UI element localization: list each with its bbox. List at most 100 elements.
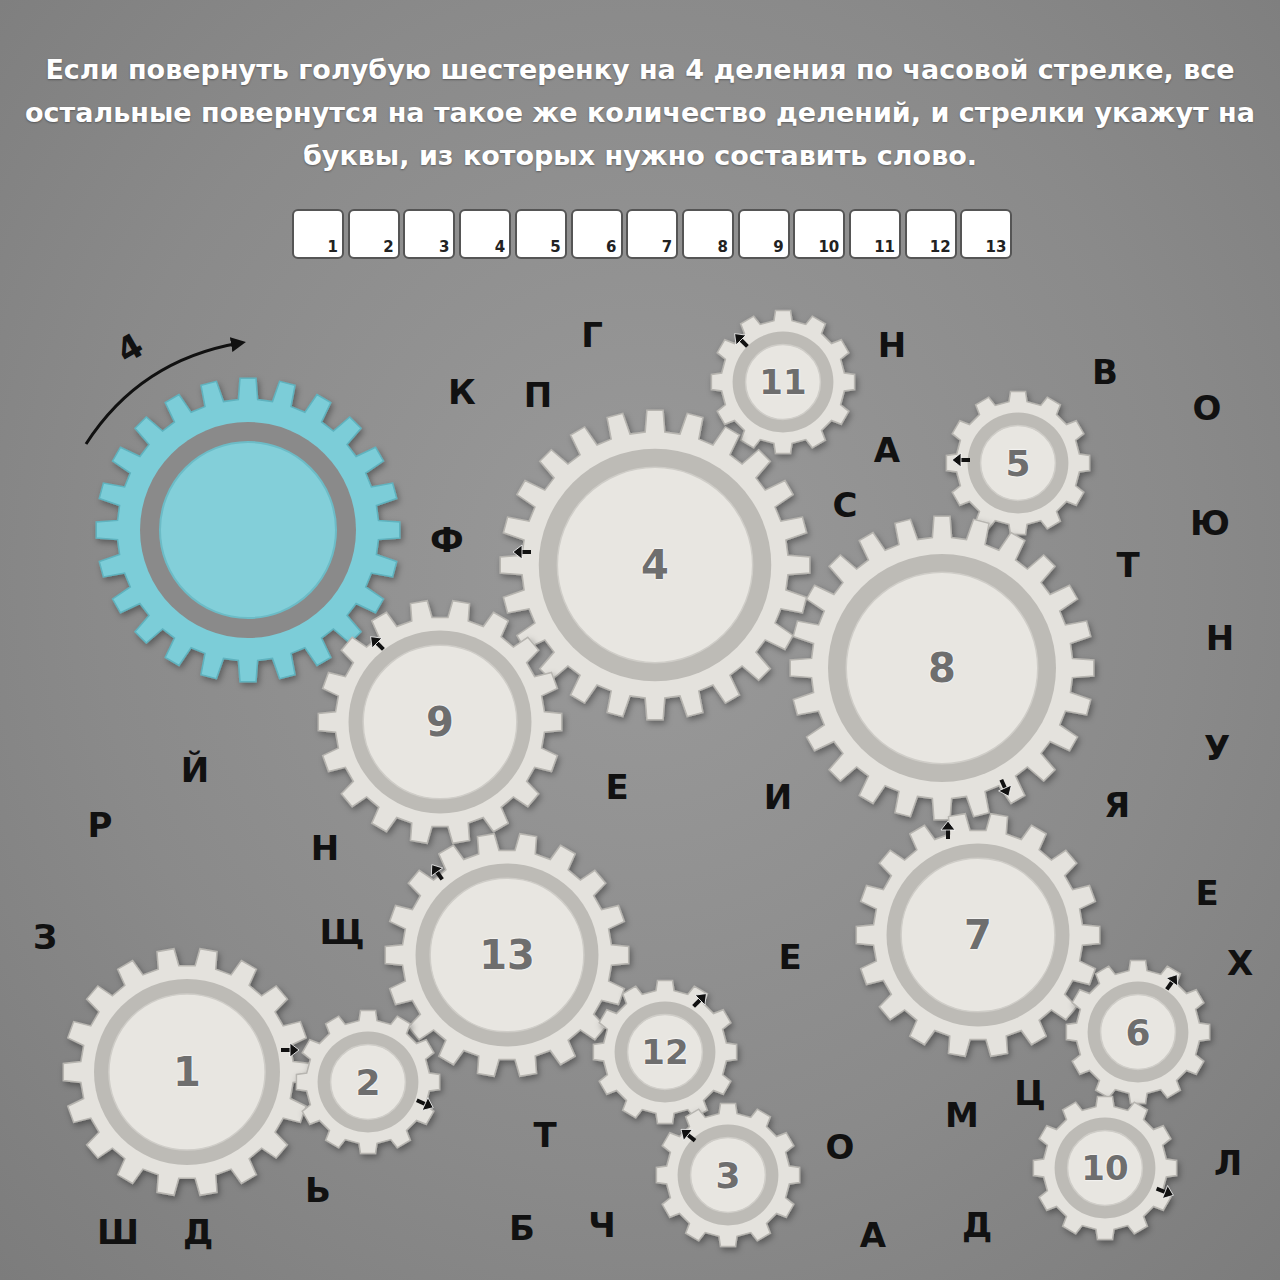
gear-number: 3 bbox=[716, 1155, 741, 1196]
gear-rim bbox=[790, 516, 1094, 820]
gear-rim bbox=[318, 601, 561, 844]
puzzle-letter: Ь bbox=[305, 1173, 331, 1207]
gear-ring bbox=[416, 864, 599, 1047]
gear: 8 bbox=[784, 510, 1100, 826]
gear: 9 bbox=[312, 594, 568, 850]
gear: 3 bbox=[650, 1097, 806, 1253]
puzzle-letter: Р bbox=[88, 808, 113, 842]
box-number: 12 bbox=[930, 238, 951, 256]
gear-hub bbox=[557, 467, 752, 662]
puzzle-letter: К bbox=[448, 375, 476, 409]
answer-box: 7 bbox=[626, 209, 678, 259]
puzzle-letter: В bbox=[1092, 355, 1118, 389]
puzzle-letter: Т bbox=[533, 1118, 556, 1152]
gear-number: 5 bbox=[1006, 443, 1031, 484]
gear-rim bbox=[296, 1010, 439, 1153]
puzzle-letter: Д bbox=[962, 1208, 992, 1242]
box-number: 10 bbox=[818, 238, 839, 256]
gear-ring bbox=[733, 332, 834, 433]
box-number: 9 bbox=[773, 238, 783, 256]
gear-rim bbox=[856, 814, 1099, 1057]
gear-ring bbox=[615, 1002, 716, 1103]
answer-box: 9 bbox=[738, 209, 790, 259]
gear-ring bbox=[1088, 982, 1189, 1083]
puzzle-title: Если повернуть голубую шестеренку на 4 д… bbox=[10, 48, 1270, 177]
gear-hub bbox=[109, 994, 265, 1150]
answer-box: 4 bbox=[459, 209, 511, 259]
gear-ring bbox=[94, 979, 280, 1165]
answer-box: 11 bbox=[849, 209, 901, 259]
puzzle-letter: П bbox=[524, 378, 552, 412]
puzzle-letter: Б bbox=[509, 1211, 535, 1245]
gear-number: 12 bbox=[641, 1032, 688, 1072]
puzzle-letter: М bbox=[945, 1098, 979, 1132]
puzzle-letter: Щ bbox=[320, 915, 365, 949]
gear: 5 bbox=[940, 385, 1096, 541]
gear-rim bbox=[1033, 1096, 1176, 1239]
gear-hub bbox=[1068, 1131, 1143, 1206]
box-number: 3 bbox=[439, 238, 449, 256]
puzzle-letter: Г bbox=[581, 318, 603, 352]
answer-box: 10 bbox=[793, 209, 845, 259]
puzzle-letter: Т bbox=[1116, 548, 1139, 582]
gear-rim bbox=[63, 949, 310, 1196]
puzzle-letter: А bbox=[860, 1218, 886, 1252]
box-number: 5 bbox=[550, 238, 560, 256]
answer-box: 12 bbox=[905, 209, 957, 259]
gear-ring bbox=[968, 413, 1069, 514]
gear-hub bbox=[331, 1045, 406, 1120]
puzzle-letter: О bbox=[1193, 391, 1222, 425]
puzzle-letter: Ю bbox=[1190, 506, 1230, 540]
gear-number: 7 bbox=[964, 912, 992, 958]
gear-number: 6 bbox=[1126, 1012, 1151, 1053]
puzzle-letter: Е bbox=[778, 940, 801, 974]
box-number: 2 bbox=[383, 238, 393, 256]
answer-box: 5 bbox=[515, 209, 567, 259]
gear-ring bbox=[1055, 1118, 1156, 1219]
gear-hub bbox=[363, 645, 517, 799]
puzzle-letter: Д bbox=[183, 1215, 213, 1249]
puzzle-letter: Ц bbox=[1014, 1076, 1046, 1110]
gear-rim bbox=[593, 980, 736, 1123]
puzzle-letter: И bbox=[764, 780, 792, 814]
gear-hub bbox=[1101, 995, 1176, 1070]
puzzle-letter: З bbox=[33, 920, 57, 954]
gear-hub bbox=[160, 442, 336, 618]
gear-rim bbox=[96, 378, 400, 682]
puzzle-letter: Х bbox=[1227, 946, 1253, 980]
gear-hub bbox=[430, 878, 584, 1032]
gear-hub bbox=[901, 858, 1055, 1012]
rotation-arrow bbox=[86, 343, 240, 444]
gear-ring bbox=[539, 449, 772, 682]
puzzle-letter: Л bbox=[1214, 1146, 1242, 1180]
puzzle-letter: Й bbox=[181, 753, 209, 787]
gear-number: 13 bbox=[479, 932, 535, 978]
puzzle-letter: Ш bbox=[97, 1215, 139, 1249]
gear-hub bbox=[628, 1015, 703, 1090]
box-number: 11 bbox=[874, 238, 895, 256]
answer-box: 8 bbox=[682, 209, 734, 259]
gear-number: 9 bbox=[426, 699, 454, 745]
puzzle-letter: А bbox=[874, 433, 900, 467]
gear-ring bbox=[828, 554, 1056, 782]
gear-hub bbox=[846, 572, 1038, 764]
gear-number: 10 bbox=[1081, 1148, 1128, 1188]
rotation-count: 4 bbox=[111, 328, 149, 369]
puzzle-letter: Я bbox=[1104, 788, 1130, 822]
answer-box: 2 bbox=[348, 209, 400, 259]
gear-number: 4 bbox=[641, 542, 669, 588]
gear-hub bbox=[691, 1138, 766, 1213]
puzzle-letter: Н bbox=[311, 831, 339, 865]
gear: 1 bbox=[57, 942, 317, 1202]
gear-number: 11 bbox=[759, 362, 806, 402]
box-number: 6 bbox=[606, 238, 616, 256]
gear-hub bbox=[981, 426, 1056, 501]
gear-ring bbox=[349, 631, 532, 814]
answer-box: 13 bbox=[960, 209, 1012, 259]
box-number: 4 bbox=[495, 238, 505, 256]
gear-ring bbox=[678, 1125, 779, 1226]
answer-box: 6 bbox=[571, 209, 623, 259]
puzzle-letter: С bbox=[833, 488, 858, 522]
box-number: 13 bbox=[986, 238, 1007, 256]
